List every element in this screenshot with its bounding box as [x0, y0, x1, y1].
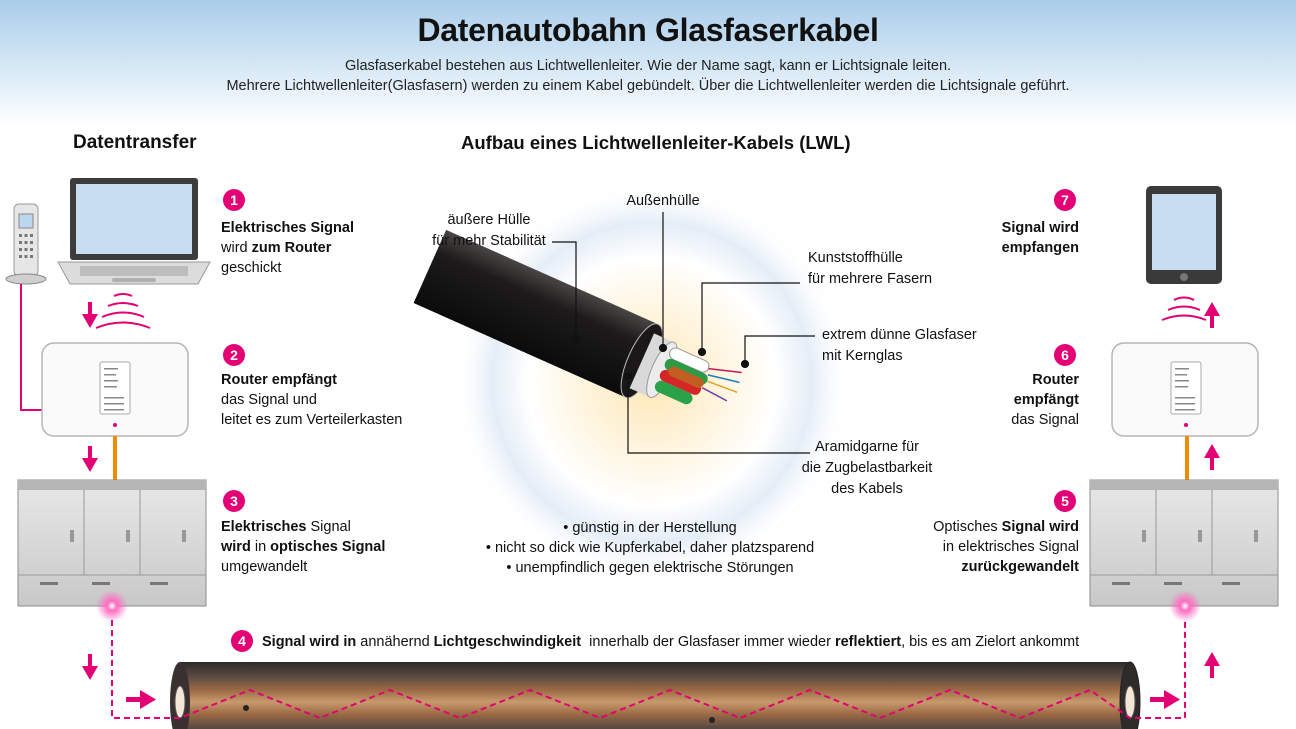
- label-outer-jacket: äußere Hülle für mehr Stabilität: [432, 212, 546, 249]
- step-5-text: Optisches Signal wird in elektrisches Si…: [933, 519, 1079, 575]
- distribution-box-right-icon: [1089, 479, 1279, 607]
- step-number-4: 4: [231, 630, 253, 652]
- cordless-phone-icon: [5, 203, 47, 285]
- tablet-icon: [1146, 186, 1222, 284]
- label-glass-fiber: extrem dünne Glasfaser mit Kernglas: [822, 327, 977, 364]
- step-number-1: 1: [223, 189, 245, 211]
- bottom-fiber-tube: [170, 661, 1141, 729]
- step-1-text: Elektrisches Signal wird zum Router gesc…: [221, 220, 354, 276]
- arrow-right-icon: [126, 690, 156, 709]
- arrow-down-icon: [82, 654, 98, 680]
- heading-cable-structure: Aufbau eines Lichtwellenleiter-Kabels (L…: [461, 132, 851, 153]
- wifi-signal-right-icon: [1161, 296, 1207, 321]
- arrow-up-icon: [1204, 302, 1220, 328]
- arrow-up-icon: [1204, 444, 1220, 470]
- phone-cable: [20, 284, 42, 411]
- distribution-box-left-icon: [17, 479, 207, 607]
- laptop-icon: [57, 178, 211, 285]
- label-leader-lines: [552, 212, 815, 454]
- step-4-text: Signal wird in annähernd Lichtgeschwindi…: [262, 634, 1080, 650]
- fiber-cable-illustration: [413, 229, 742, 405]
- step-number-6: 6: [1054, 344, 1076, 366]
- step-3-text: Elektrisches Signal wird in optisches Si…: [221, 519, 386, 575]
- label-aussenhuelle: Außenhülle: [626, 193, 700, 209]
- page-title: Datenautobahn Glasfaserkabel: [417, 12, 879, 48]
- step-2-text: Router empfängt das Signal und leitet es…: [221, 372, 403, 428]
- list-item: • nicht so dick wie Kupferkabel, daher p…: [485, 540, 815, 556]
- light-signal-path: [111, 620, 1186, 720]
- step-7-text: Signal wird empfangen: [1001, 220, 1079, 256]
- step-6-text: Router empfängt das Signal: [1011, 372, 1079, 428]
- step-number-5: 5: [1054, 490, 1076, 512]
- wifi-signal-left-icon: [95, 293, 151, 329]
- arrow-down-icon: [82, 302, 98, 328]
- subtitle-line-1: Glasfaserkabel bestehen aus Lichtwellenl…: [344, 58, 952, 74]
- list-item: • günstig in der Herstellung: [563, 520, 737, 536]
- heading-datentransfer: Datentransfer: [73, 132, 197, 153]
- router-left-icon: [41, 342, 189, 437]
- arrow-up-icon: [1204, 652, 1220, 678]
- arrow-right-icon: [1150, 690, 1180, 709]
- step-number-7: 7: [1054, 189, 1076, 211]
- list-item: • unempfindlich gegen elektrische Störun…: [506, 560, 794, 576]
- subtitle-line-2: Mehrere Lichtwellenleiter(Glasfasern) we…: [226, 78, 1070, 94]
- router-right-icon: [1111, 342, 1259, 437]
- step-number-3: 3: [223, 490, 245, 512]
- light-signal-glow-right: [1169, 590, 1201, 622]
- label-kunststoffhuelle: Kunststoffhülle für mehrere Fasern: [808, 250, 933, 287]
- arrow-down-icon: [82, 446, 98, 472]
- label-aramid: Aramidgarne für die Zugbelastbarkeit des…: [801, 439, 933, 497]
- light-signal-glow-left: [96, 590, 128, 622]
- step-number-2: 2: [223, 344, 245, 366]
- benefits-list: • günstig in der Herstellung • nicht so …: [440, 518, 860, 578]
